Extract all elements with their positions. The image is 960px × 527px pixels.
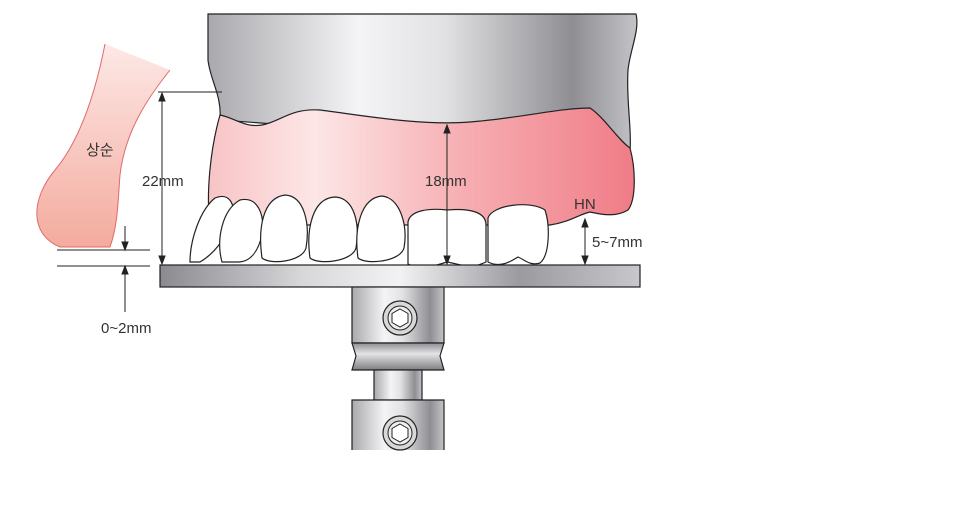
- hex-screw-icon: [382, 415, 418, 451]
- dimension-arrow-5-7mm: [581, 217, 589, 266]
- tooth: [356, 195, 406, 263]
- tooth: [189, 196, 234, 263]
- label-5-7mm: 5~7mm: [592, 234, 642, 251]
- occlusal-plate: [159, 264, 641, 288]
- tooth: [308, 196, 358, 263]
- label-hn: HN: [574, 196, 596, 213]
- tooth: [487, 204, 549, 266]
- upper-lip-label: 상순: [86, 142, 114, 159]
- label-0-2mm: 0~2mm: [101, 320, 151, 337]
- dimension-arrow-22mm: [158, 91, 166, 266]
- label-22mm: 22mm: [142, 173, 184, 190]
- upper-lip-shape: [36, 43, 171, 248]
- tooth: [260, 194, 308, 263]
- denture-gum: [207, 107, 635, 226]
- dimension-lip-gap: [57, 226, 150, 312]
- dimension-arrow-18mm: [443, 123, 451, 266]
- hex-screw-icon: [382, 300, 418, 336]
- label-18mm: 18mm: [425, 173, 467, 190]
- tooth: [219, 198, 264, 263]
